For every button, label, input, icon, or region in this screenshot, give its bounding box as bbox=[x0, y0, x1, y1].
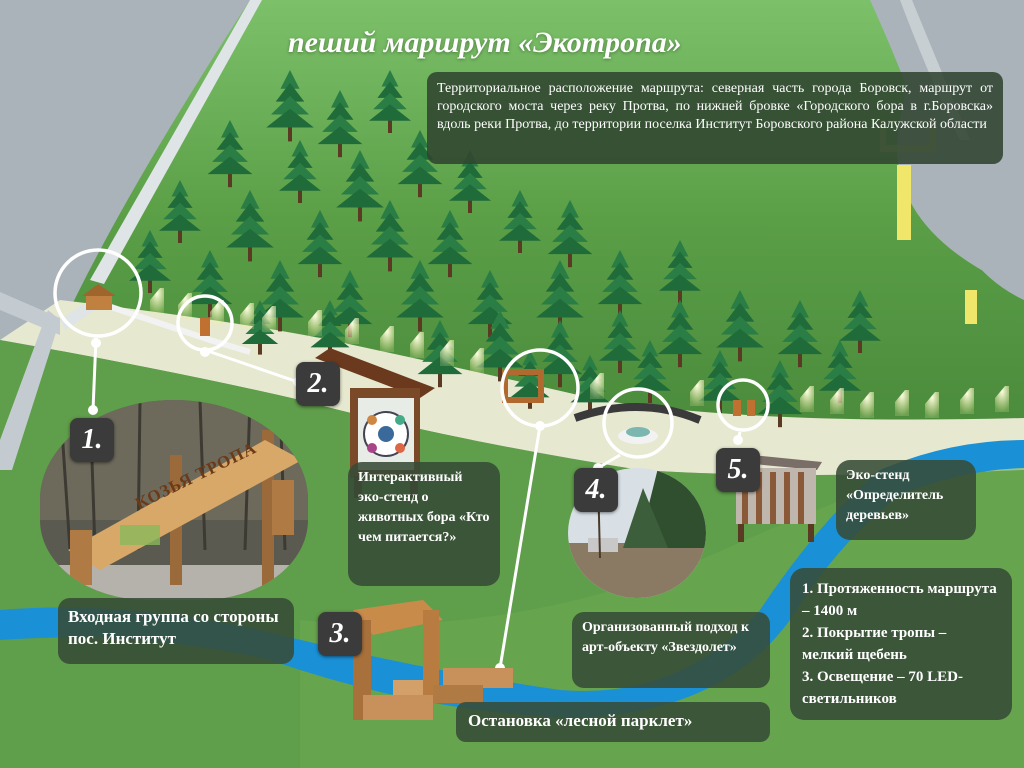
pine-tree bbox=[159, 180, 201, 243]
route-description: Территориальное расположение маршрута: с… bbox=[427, 72, 1003, 164]
led-lamp bbox=[995, 386, 1009, 412]
parklet-marker bbox=[502, 369, 544, 403]
pine-tree bbox=[427, 210, 473, 278]
pine-tree bbox=[629, 340, 671, 403]
pine-tree bbox=[297, 210, 343, 278]
pine-tree bbox=[207, 120, 253, 188]
pine-tree bbox=[597, 250, 643, 318]
led-lamp bbox=[150, 288, 164, 314]
point-label-2: Интерактивный эко-стенд о животных бора … bbox=[348, 462, 500, 586]
stat-surface: 2. Покрытие тропы – мелкий щебень bbox=[802, 625, 947, 663]
led-lamp bbox=[308, 310, 322, 336]
pine-tree bbox=[537, 320, 583, 388]
led-lamp bbox=[345, 318, 359, 344]
led-lamp bbox=[830, 388, 844, 414]
pine-tree bbox=[369, 70, 411, 133]
zvezdolet-marker bbox=[618, 427, 658, 444]
bridge bbox=[573, 403, 702, 424]
led-lamp bbox=[410, 332, 424, 358]
led-lamp bbox=[590, 373, 604, 399]
pine-tree bbox=[226, 190, 274, 262]
led-lamp bbox=[925, 392, 939, 418]
led-lamp bbox=[210, 300, 224, 326]
pine-tree bbox=[839, 290, 881, 353]
pine-tree bbox=[716, 290, 764, 362]
stand-marker bbox=[200, 318, 210, 336]
stat-lighting: 3. Освещение – 70 LED-светильников bbox=[802, 669, 963, 707]
map-title: пеший маршрут «Экотропа» bbox=[288, 26, 682, 59]
point-number-5: 5. bbox=[716, 448, 760, 492]
pine-tree bbox=[476, 310, 524, 382]
pine-tree bbox=[336, 150, 384, 222]
pine-tree bbox=[397, 130, 443, 198]
point-label-3: Остановка «лесной парклет» bbox=[456, 702, 770, 742]
pine-tree bbox=[266, 70, 314, 142]
led-lamp bbox=[690, 380, 704, 406]
pine-tree bbox=[241, 300, 279, 355]
point-number-1: 1. bbox=[70, 418, 114, 462]
point-label-1: Входная группа со стороны пос. Институт bbox=[58, 598, 294, 664]
pine-tree bbox=[279, 140, 321, 203]
pine-tree bbox=[657, 300, 703, 368]
point-label-5: Эко-стенд «Определитель деревьев» bbox=[836, 460, 976, 540]
pine-tree bbox=[366, 200, 414, 272]
led-lamp bbox=[800, 386, 814, 412]
led-lamp bbox=[470, 348, 484, 374]
point-number-3: 3. bbox=[318, 612, 362, 656]
pine-tree bbox=[547, 200, 593, 268]
point-label-4: Организованный подход к арт-объекту «Зве… bbox=[572, 612, 770, 688]
pine-tree bbox=[317, 90, 363, 158]
led-lamp bbox=[240, 303, 254, 329]
point-number-2: 2. bbox=[296, 362, 340, 406]
pine-forest bbox=[129, 70, 881, 428]
led-lamp bbox=[895, 390, 909, 416]
tree-stand-photo bbox=[732, 452, 822, 542]
pine-tree bbox=[396, 260, 444, 332]
point-number-4: 4. bbox=[574, 468, 618, 512]
led-lamp bbox=[262, 306, 276, 332]
led-lamp bbox=[960, 388, 974, 414]
pine-tree bbox=[599, 310, 641, 373]
pine-tree bbox=[659, 240, 701, 303]
led-lamp bbox=[380, 326, 394, 352]
route-stats: 1. Протяженность маршрута – 1400 м 2. По… bbox=[790, 568, 1012, 720]
entrance-gate-marker bbox=[82, 284, 116, 310]
pine-tree bbox=[777, 300, 823, 368]
stat-length: 1. Протяженность маршрута – 1400 м bbox=[802, 581, 997, 619]
parklet-photo bbox=[333, 600, 513, 725]
led-lamp bbox=[440, 340, 454, 366]
led-lamp bbox=[860, 392, 874, 418]
entrance-photo: КОЗЬЯ ТРОПА bbox=[40, 400, 308, 600]
pine-tree bbox=[499, 190, 541, 253]
